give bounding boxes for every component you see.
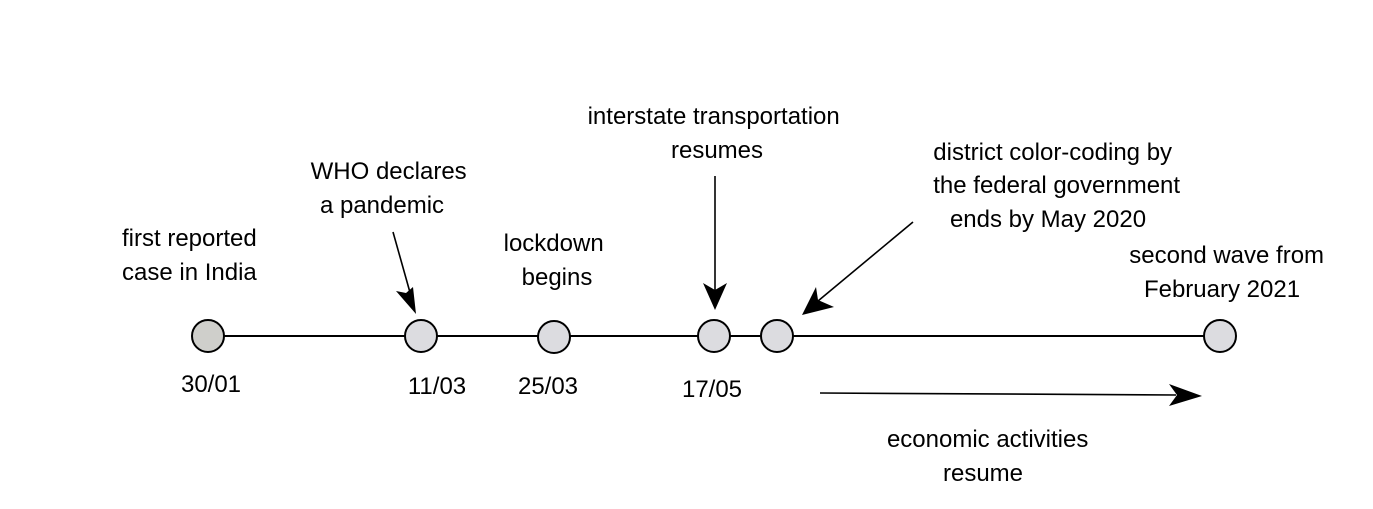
- lockdown-label-line: lockdown: [504, 230, 604, 257]
- first-case-label-line: first reported: [122, 225, 257, 252]
- second-wave-label-line: February 2021: [1144, 276, 1300, 303]
- economic-activities-arrowhead: [1169, 384, 1202, 406]
- color-coding-arrow: [802, 221, 914, 315]
- who-pandemic-label-line: WHO declares: [311, 158, 467, 185]
- color-coding-ends-label-line: ends by May 2020: [950, 206, 1146, 233]
- economic-activities-arrow: [819, 384, 1202, 406]
- interstate-transport-label: interstate transportation resumes: [588, 103, 847, 164]
- interstate-transport-date: 17/05: [682, 376, 742, 403]
- event-node-who-pandemic: [404, 319, 438, 353]
- interstate-transport-arrow: [703, 176, 727, 310]
- color-coding-ends-label: district color-coding by the federal gov…: [933, 139, 1187, 233]
- lockdown-label: lockdown begins: [504, 230, 611, 291]
- who-pandemic-arrowhead: [396, 287, 416, 314]
- event-node-first-case: [191, 319, 225, 353]
- economic-activities-arrow-line: [819, 392, 1177, 396]
- event-node-second-wave: [1203, 319, 1237, 353]
- lockdown-date: 25/03: [518, 373, 578, 400]
- event-node-color-coding-ends: [760, 319, 794, 353]
- color-coding-ends-label-line: district color-coding by: [933, 139, 1172, 166]
- first-case-label: first reported case in India: [122, 225, 263, 286]
- second-wave-label: second wave from February 2021: [1129, 242, 1330, 303]
- who-pandemic-date: 11/03: [408, 373, 466, 400]
- who-pandemic-arrow-line: [392, 231, 412, 297]
- interstate-transport-label-line: interstate transportation: [588, 103, 840, 130]
- color-coding-arrow-line: [817, 221, 914, 302]
- economic-activities-label: economic activities resume: [887, 426, 1095, 487]
- color-coding-arrowhead: [802, 287, 834, 315]
- event-node-interstate-transport: [697, 319, 731, 353]
- event-node-lockdown: [537, 320, 571, 354]
- economic-activities-label-line: economic activities: [887, 426, 1088, 453]
- who-pandemic-label-line: a pandemic: [320, 192, 444, 219]
- second-wave-label-line: second wave from: [1129, 242, 1324, 269]
- first-case-label-line: case in India: [122, 259, 257, 286]
- interstate-transport-label-line: resumes: [671, 137, 763, 164]
- lockdown-label-line: begins: [522, 264, 593, 291]
- color-coding-ends-label-line: the federal government: [933, 172, 1180, 199]
- who-pandemic-arrow: [392, 231, 416, 314]
- economic-activities-label-line: resume: [943, 460, 1023, 487]
- interstate-transport-arrowhead: [703, 283, 727, 310]
- who-pandemic-label: WHO declares a pandemic: [311, 158, 474, 219]
- first-case-date: 30/01: [181, 371, 241, 398]
